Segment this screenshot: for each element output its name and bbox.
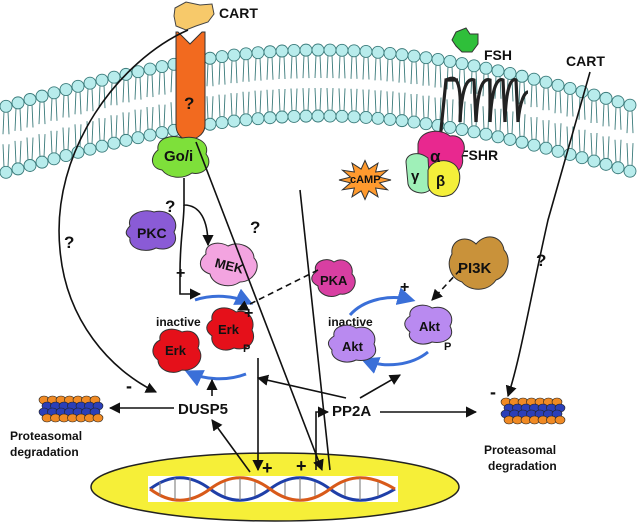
erk-inactive-protein [152, 328, 202, 373]
pka-label: PKA [320, 273, 348, 288]
proteasome-right-label-1: Proteasomal [484, 443, 556, 457]
dna-helix-icon [149, 476, 396, 502]
plus-pi3k: + [400, 279, 409, 296]
minus-left: - [126, 376, 132, 396]
akt-cycle [348, 287, 429, 374]
proteasome-right-label-2: degradation [488, 459, 557, 473]
fshr-receptor [438, 76, 529, 141]
goi-label: Go/i [164, 148, 193, 165]
erk-inactive-label: inactive [156, 315, 201, 329]
proteasome-left-icon [38, 395, 104, 423]
g-gamma-label: γ [411, 168, 420, 185]
minus-right: - [490, 382, 496, 402]
plus-pka: + [244, 305, 253, 322]
pka-protein [311, 259, 356, 297]
plus-nucleus-left: + [262, 458, 273, 478]
pathway-arrows [58, 29, 591, 473]
camp-label: cAMP [350, 174, 381, 186]
fsh-ligand [451, 27, 479, 53]
pi3k-label: PI3K [458, 260, 492, 277]
cell-membrane [0, 43, 637, 179]
akt-phospho-label: P [444, 341, 451, 353]
cart-ligand-left [173, 1, 215, 31]
question-right: ? [536, 251, 546, 270]
unknown-receptor [175, 31, 206, 141]
erk-active-protein [206, 307, 254, 351]
akt-inactive-label: inactive [328, 315, 373, 329]
receptor-question-label: ? [184, 94, 194, 113]
pi3k-protein [448, 236, 509, 290]
fshr-label: FSHR [460, 147, 498, 163]
cart-right-label: CART [566, 53, 605, 69]
proteasome-left-label-2: degradation [10, 445, 79, 459]
question-pkc: ? [165, 197, 175, 216]
fsh-label: FSH [484, 47, 512, 63]
question-center: ? [250, 218, 260, 237]
g-protein-trimer [405, 130, 465, 197]
akt-inactive-text: Akt [342, 339, 364, 354]
camp-burst [338, 159, 392, 201]
mek-protein [200, 242, 258, 287]
dusp5-label: DUSP5 [178, 401, 228, 418]
erk-active-text: Erk [218, 322, 240, 337]
pkc-label: PKC [137, 225, 167, 241]
g-beta-label: β [436, 173, 445, 190]
proteasome-left-label-1: Proteasomal [10, 429, 82, 443]
nucleus [90, 452, 460, 522]
proteasome-right-icon [500, 397, 566, 425]
cart-left-label: CART [219, 5, 258, 21]
akt-active-text: Akt [419, 319, 441, 334]
mek-label: MEK [213, 255, 245, 277]
akt-inactive-protein [327, 324, 376, 363]
plus-nucleus-right: + [296, 456, 307, 476]
erk-inactive-text: Erk [165, 343, 187, 358]
plus-mek: + [176, 265, 185, 282]
pkc-protein [125, 210, 177, 251]
erk-phospho-label: P [243, 343, 250, 355]
pp2a-label: PP2A [332, 403, 371, 420]
g-alpha-label: α [430, 147, 441, 166]
question-left: ? [64, 233, 74, 252]
akt-active-protein [404, 304, 453, 345]
